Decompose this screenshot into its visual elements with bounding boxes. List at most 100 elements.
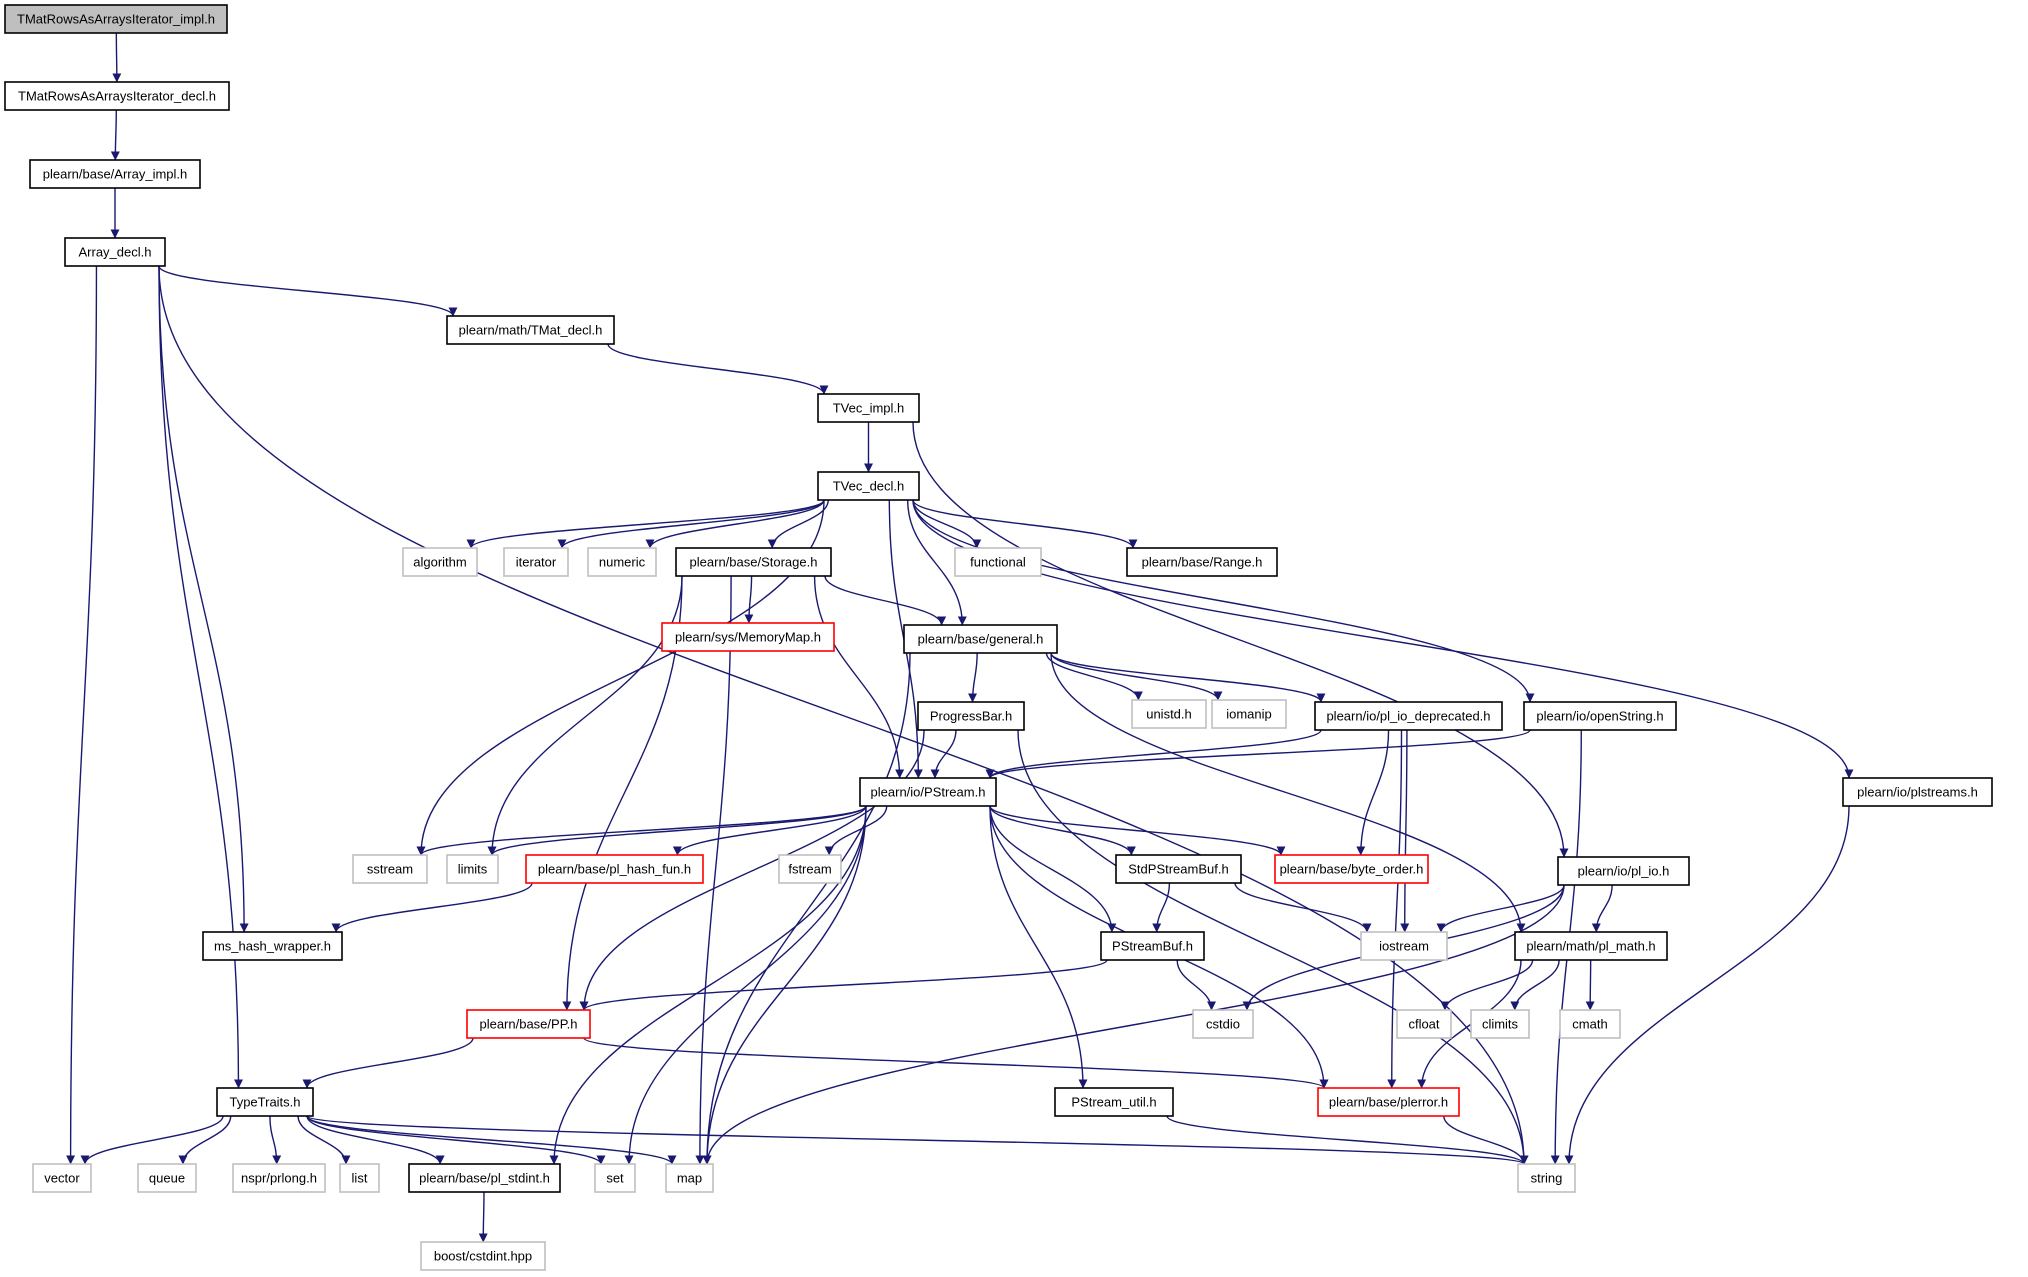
node-box [587, 547, 657, 577]
node-unistd: unistd.h [1131, 699, 1207, 729]
edge-pp-to-plerror [583, 1037, 1329, 1089]
node-label: cfloat [1408, 1017, 1439, 1032]
node-range[interactable]: plearn/base/Range.h [1126, 547, 1278, 577]
node-arrdecl[interactable]: Array_decl.h [64, 237, 166, 267]
node-label: PStream_util.h [1071, 1095, 1156, 1110]
edge-pstream-to-set [624, 805, 867, 1165]
node-string: string [1517, 1163, 1576, 1193]
node-box [4, 81, 230, 111]
node-general[interactable]: plearn/base/general.h [903, 624, 1058, 654]
node-label: plearn/io/PStream.h [871, 785, 986, 800]
edge-pstream-to-stdpsb [989, 805, 1136, 856]
node-pp[interactable]: plearn/base/PP.h [466, 1009, 591, 1039]
edge-arrdecl-to-mshash [158, 265, 249, 933]
node-psb[interactable]: PStreamBuf.h [1100, 931, 1205, 961]
node-label: limits [458, 862, 488, 877]
node-box [859, 777, 997, 807]
node-pliodep[interactable]: plearn/io/pl_io_deprecated.h [1314, 701, 1503, 731]
node-plio[interactable]: plearn/io/pl_io.h [1557, 856, 1690, 886]
edge-pliodep-to-pstream [985, 729, 1322, 779]
node-label: TVec_decl.h [833, 479, 905, 494]
node-memmap[interactable]: plearn/sys/MemoryMap.h [661, 622, 835, 652]
node-arrimpl[interactable]: plearn/base/Array_impl.h [29, 159, 201, 189]
node-pstream[interactable]: plearn/io/PStream.h [859, 777, 997, 807]
node-mshash[interactable]: ms_hash_wrapper.h [202, 931, 343, 961]
edge-typetraits-to-string [306, 1115, 1529, 1165]
node-hashfun[interactable]: plearn/base/pl_hash_fun.h [525, 854, 704, 884]
node-tvecimpl[interactable]: TVec_impl.h [817, 393, 920, 423]
node-label: plearn/base/byte_order.h [1280, 862, 1424, 877]
node-stdpsb[interactable]: StdPStreamBuf.h [1115, 854, 1242, 884]
node-tmatdecl[interactable]: plearn/math/TMat_decl.h [446, 315, 615, 345]
edge-progress-to-string [1017, 729, 1529, 1165]
edge-plstdint-to-cstdint [478, 1191, 488, 1243]
edge-general-to-iomanip [1050, 652, 1223, 701]
node-plerror[interactable]: plearn/base/plerror.h [1317, 1087, 1460, 1117]
node-box [4, 4, 228, 34]
node-storage[interactable]: plearn/base/Storage.h [675, 547, 832, 577]
edge-typetraits-to-vector [80, 1115, 224, 1165]
node-map: map [665, 1163, 714, 1193]
node-plstdint[interactable]: plearn/base/pl_stdint.h [408, 1163, 561, 1193]
node-plstreams[interactable]: plearn/io/plstreams.h [1842, 777, 1993, 807]
node-box [1054, 1087, 1174, 1117]
edge-general-to-plmath [1050, 652, 1526, 933]
edge-arrdecl-to-string [158, 265, 1529, 1165]
node-box [446, 854, 499, 884]
edge-general-to-unistd [1045, 652, 1143, 701]
node-box [64, 237, 166, 267]
edge-pp-to-typetraits [302, 1037, 474, 1089]
node-label: plearn/base/Storage.h [690, 555, 818, 570]
edge-typetraits-to-set [306, 1115, 606, 1165]
node-typetraits[interactable]: TypeTraits.h [216, 1087, 314, 1117]
edge-pliodep-to-iostream [1400, 729, 1410, 933]
node-tvecdecl[interactable]: TVec_decl.h [817, 471, 920, 501]
edge-psb-to-cstdio [1176, 959, 1217, 1011]
edge-typetraits-to-plstdint [306, 1115, 445, 1165]
node-box [525, 854, 704, 884]
node-byteorder[interactable]: plearn/base/byte_order.h [1274, 854, 1429, 884]
edge-pstream-to-limits [487, 805, 867, 856]
node-box [1115, 854, 1242, 884]
node-box [339, 1163, 380, 1193]
node-root[interactable]: TMatRowsAsArraysIterator_impl.h [4, 4, 228, 34]
node-label: plearn/math/pl_math.h [1526, 939, 1655, 954]
node-box [675, 547, 832, 577]
edge-storage-to-general [824, 575, 947, 626]
node-box [202, 931, 343, 961]
node-label: iostream [1379, 939, 1429, 954]
node-box [1314, 701, 1503, 731]
edge-general-to-pliodep [1050, 652, 1326, 703]
node-cstdio: cstdio [1192, 1009, 1254, 1039]
node-label: plearn/base/pl_stdint.h [419, 1171, 550, 1186]
edge-pstream-to-byteorder [989, 805, 1286, 856]
edge-tmatdecl-to-tvecimpl [607, 343, 829, 395]
node-plmath[interactable]: plearn/math/pl_math.h [1514, 931, 1668, 961]
node-box [778, 854, 842, 884]
node-box [1100, 931, 1205, 961]
node-label: ProgressBar.h [930, 709, 1012, 724]
node-list: list [339, 1163, 380, 1193]
node-box [420, 1241, 546, 1271]
edge-plio-to-iostream [1436, 884, 1565, 933]
node-openstr[interactable]: plearn/io/openString.h [1523, 701, 1677, 731]
node-queue: queue [137, 1163, 197, 1193]
node-label: numeric [599, 555, 646, 570]
edge-typetraits-to-list [297, 1115, 351, 1165]
node-box [32, 1163, 92, 1193]
edge-plio-to-map [702, 884, 1565, 1165]
node-psutil[interactable]: PStream_util.h [1054, 1087, 1174, 1117]
node-box [1126, 547, 1278, 577]
node-numeric: numeric [587, 547, 657, 577]
node-functional: functional [954, 547, 1042, 577]
node-label: TVec_impl.h [833, 401, 905, 416]
node-label: iomanip [1226, 707, 1272, 722]
node-label: vector [44, 1171, 80, 1186]
node-progress[interactable]: ProgressBar.h [917, 701, 1025, 731]
node-cfloat: cfloat [1396, 1009, 1452, 1039]
node-box [408, 1163, 561, 1193]
node-box [1192, 1009, 1254, 1039]
node-decl[interactable]: TMatRowsAsArraysIterator_decl.h [4, 81, 230, 111]
node-label: functional [970, 555, 1026, 570]
